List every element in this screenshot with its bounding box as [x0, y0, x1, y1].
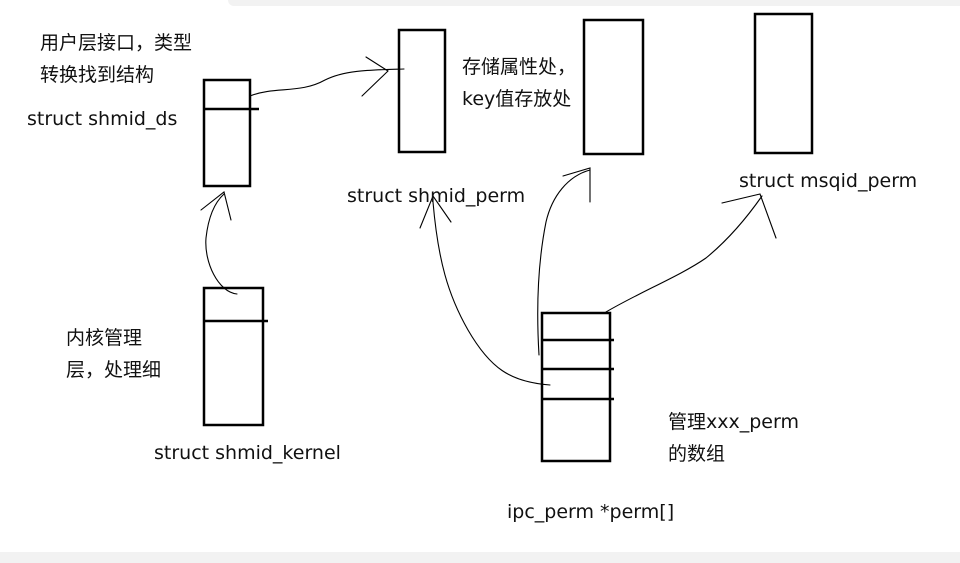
arrow-array-to-shmid-perm	[419, 194, 551, 386]
note-line: 转换找到结构	[40, 64, 155, 86]
bottom-scroll-edge	[0, 552, 960, 563]
label-shmid-perm: struct shmid_perm	[347, 185, 526, 207]
top-scroll-edge	[228, 0, 960, 6]
note-line: 的数组	[668, 443, 726, 465]
note-line: key值存放处	[462, 88, 572, 110]
arrow-ds-to-perm	[249, 56, 405, 97]
perm-array-box	[540, 311, 614, 463]
arrow-array-to-msqid-perm	[605, 193, 777, 313]
arrow-array-to-storage	[537, 167, 591, 356]
label-perm-array: ipc_perm *perm[]	[507, 501, 675, 523]
shmid-perm-box	[397, 28, 447, 154]
label-shmid-ds: struct shmid_ds	[27, 108, 178, 130]
manager-note: 管理xxx_perm 的数组	[668, 406, 799, 470]
shmid-ds-box	[202, 78, 259, 188]
msqid-perm-box	[753, 12, 814, 155]
kernel-layer-note: 内核管理 层，处理细	[66, 322, 161, 386]
note-line: 层，处理细	[66, 359, 162, 381]
shmid-kernel-box	[202, 286, 268, 427]
storage-note: 存储属性处， key值存放处	[462, 51, 576, 115]
storage-box	[582, 18, 645, 156]
note-line: 内核管理	[66, 327, 143, 349]
user-layer-note: 用户层接口，类型 转换找到结构	[40, 27, 192, 91]
note-line: 存储属性处，	[462, 56, 577, 78]
note-line: 用户层接口，类型	[40, 32, 193, 54]
label-msqid-perm: struct msqid_perm	[739, 170, 918, 192]
label-shmid-kernel: struct shmid_kernel	[154, 442, 341, 464]
note-line: 管理xxx_perm	[668, 411, 799, 433]
arrow-kernel-to-ds	[200, 191, 238, 295]
